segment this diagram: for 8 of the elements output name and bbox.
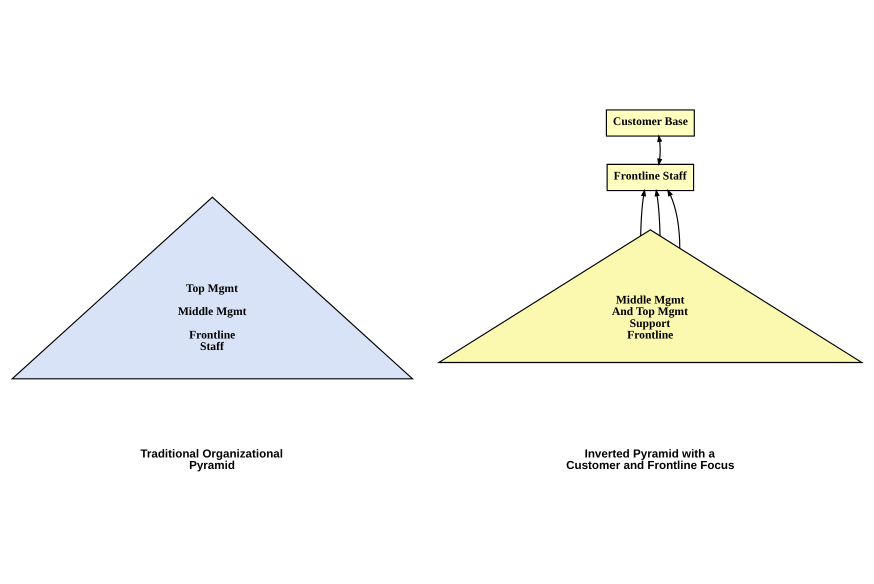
label: Inverted Pyramid with a Customer and Frontline Focus bbox=[566, 447, 734, 472]
node-box: Customer Base bbox=[606, 108, 695, 136]
label: Traditional Organizational Pyramid bbox=[140, 447, 283, 472]
node-box: Frontline Staff bbox=[606, 163, 694, 191]
arrow bbox=[654, 188, 661, 236]
arrow bbox=[657, 134, 662, 166]
arrow bbox=[667, 188, 680, 248]
arrow bbox=[640, 188, 646, 236]
